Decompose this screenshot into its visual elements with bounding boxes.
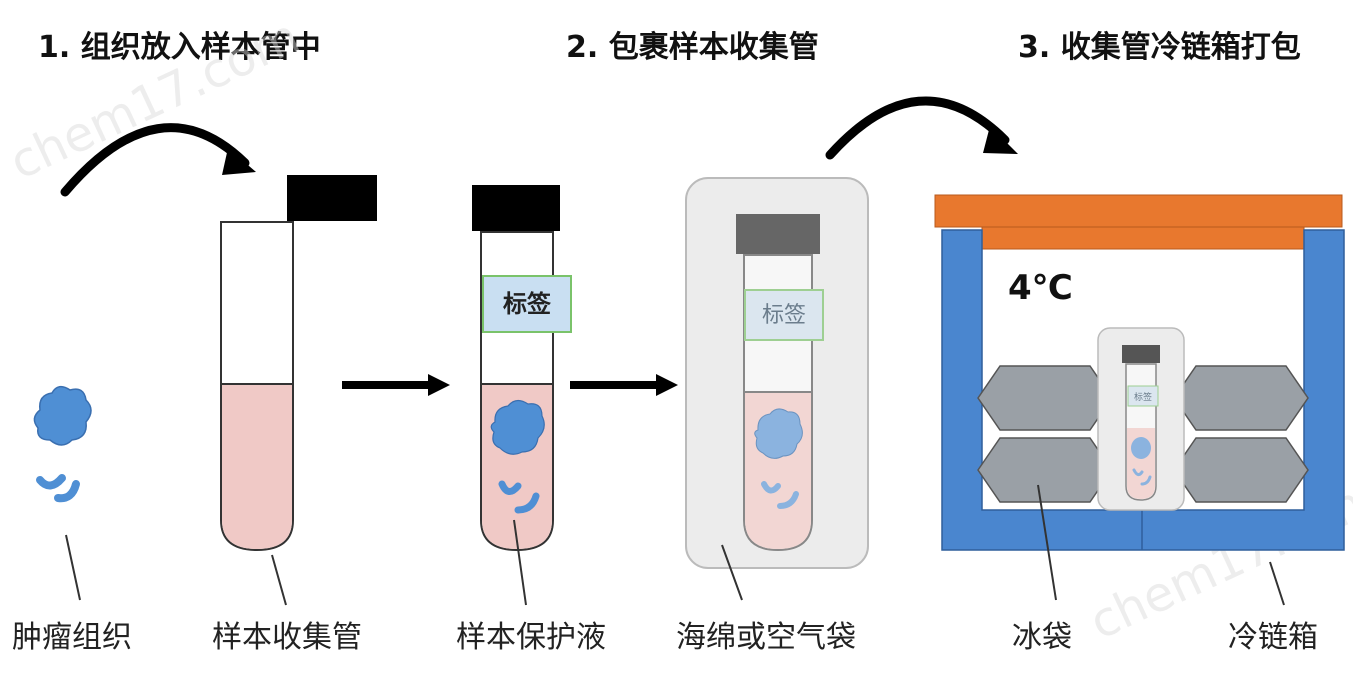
tube-2-cap [472,185,560,231]
leader-tumor [65,534,81,601]
caption-ice: 冰袋 [1012,620,1072,655]
ice-pack-top-right [1173,365,1309,431]
leader-tube [271,554,287,606]
box-wall [941,229,1345,551]
straight-arrow-2-head [656,374,678,396]
ice-pack-top-left [977,365,1113,431]
step-3-title: 3. 收集管冷链箱打包 [1018,30,1301,65]
watermark-top-left: chem17.com [1,8,307,191]
caption-box: 冷链箱 [1228,620,1318,655]
tumor-tissue [33,385,92,503]
ice-pack-bottom-left [977,437,1113,503]
leader-box [1269,561,1285,606]
tube-3-cap [736,214,820,254]
sponge-bag: 标签 [685,177,869,569]
leader-sponge [721,544,743,601]
caption-liquid: 样本保护液 [456,620,606,655]
tube-3-tag-text: 标签 [762,303,806,328]
temperature-label: 4℃ [1008,268,1073,308]
caption-tumor: 肿瘤组织 [12,620,132,655]
curved-arrow-1 [60,123,250,197]
tube-1-cap [287,175,377,221]
caption-tube: 样本收集管 [212,620,362,655]
step-1-title: 1. 组织放入样本管中 [38,30,321,65]
small-tube-tag-text: 标签 [1134,391,1152,403]
tube-2-tag [482,275,572,333]
leader-lines [65,484,1285,606]
step-2-title: 2. 包裹样本收集管 [566,30,819,65]
small-tube-tag [1127,385,1159,407]
curved-arrow-1-head [222,148,256,175]
labeled-tube: 标签 [472,185,572,552]
ice-pack-bottom-right [1173,437,1309,503]
leader-ice [1037,484,1057,601]
leader-liquid [513,519,527,606]
collection-tube [220,175,377,552]
tube-1-liquid [222,384,292,549]
small-tube-cap [1122,345,1160,363]
caption-sponge: 海绵或空气袋 [676,620,856,655]
box-lid [934,194,1343,228]
box-lid-inner [981,226,1305,250]
curved-arrow-3-head [983,126,1018,154]
straight-arrow-1-head [428,374,450,396]
curved-arrow-3 [825,96,1010,160]
tube-2-tag-text: 标签 [503,290,552,318]
tube-3-tag [744,289,824,341]
cold-chain-box: 标签 [934,194,1345,551]
